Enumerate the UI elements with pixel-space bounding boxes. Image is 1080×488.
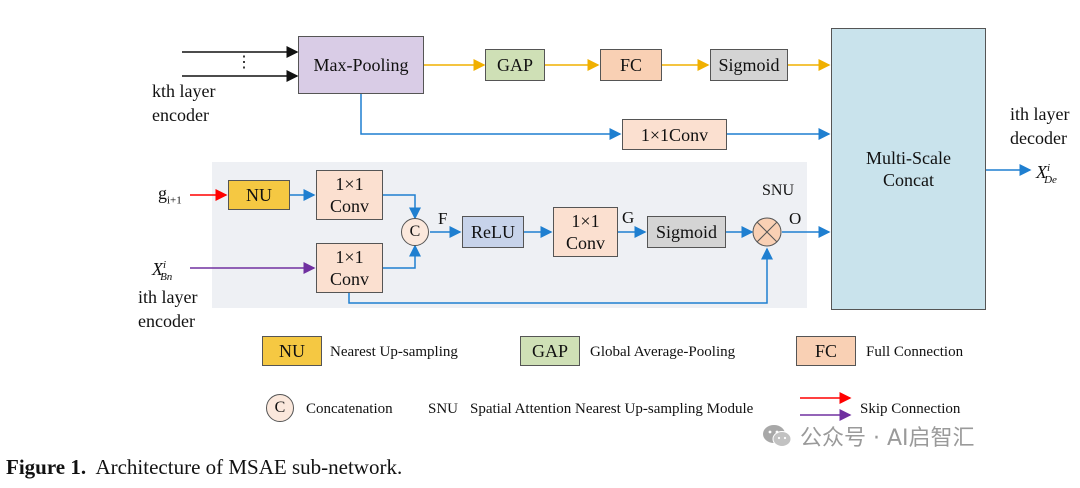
sigmoid-top-block: Sigmoid xyxy=(710,49,788,81)
ith-encoder-label-line1: ith layer xyxy=(138,287,198,307)
watermark: 公众号 · AI启智汇 xyxy=(762,420,975,452)
legend-skip-text: Skip Connection xyxy=(860,401,961,417)
maxpool-block: Max-Pooling xyxy=(298,36,424,94)
encoder-dots: ⋮ xyxy=(236,54,252,71)
wechat-icon xyxy=(763,425,792,447)
g-label: G xyxy=(622,208,635,227)
kth-encoder-label-line1: kth layer xyxy=(152,81,216,101)
ith-decoder-label-line1: ith layer xyxy=(1010,104,1070,124)
concat-c-node: C xyxy=(401,218,429,246)
legend-nu-key: NU xyxy=(262,336,322,366)
legend-gap-text: Global Average-Pooling xyxy=(590,344,736,360)
legend-snu-text: Spatial Attention Nearest Up-sampling Mo… xyxy=(470,401,754,417)
ith-encoder-label-line2: encoder xyxy=(138,311,195,331)
legend-fc-key: FC xyxy=(796,336,856,366)
gap-block: GAP xyxy=(485,49,545,81)
legend-snu-key: SNU xyxy=(428,401,459,417)
legend-c-text: Concatenation xyxy=(306,401,393,417)
legend-c-key: C xyxy=(266,394,294,422)
legend-gap-key: GAP xyxy=(520,336,580,366)
x-bn-input-label: XiBn xyxy=(152,259,173,283)
snu-label: SNU xyxy=(762,182,795,199)
f-label: F xyxy=(438,209,448,228)
kth-encoder-label-line2: encoder xyxy=(152,105,209,125)
multiscale-concat-block: Multi-Scale Concat xyxy=(831,28,986,310)
ith-decoder-label-line2: decoder xyxy=(1010,128,1067,148)
sigmoid-snu-block: Sigmoid xyxy=(647,216,726,248)
nu-block: NU xyxy=(228,180,290,210)
legend-nu-text: Nearest Up-sampling xyxy=(330,344,458,360)
relu-block: ReLU xyxy=(462,216,524,248)
fc-block: FC xyxy=(600,49,662,81)
x-de-output-label: XiDe xyxy=(1036,162,1057,186)
conv-mid-block: 1×1Conv xyxy=(622,119,727,150)
figure-caption: Figure 1. Architecture of MSAE sub-netwo… xyxy=(6,455,403,479)
o-label: O xyxy=(789,209,802,228)
g-input-label: gi+1 xyxy=(158,183,182,207)
legend-fc-text: Full Connection xyxy=(866,344,964,360)
